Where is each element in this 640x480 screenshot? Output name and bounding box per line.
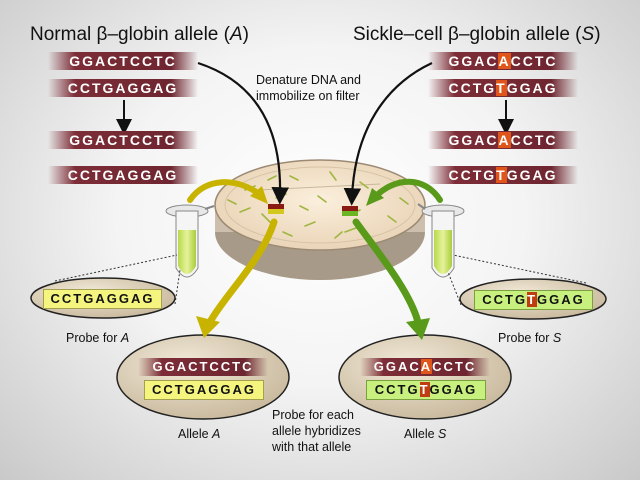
arrowhead-probe-a-to-filter	[250, 186, 268, 204]
result-s-target-strand: GGACACCTC	[360, 358, 490, 376]
label-letter: S	[438, 427, 447, 441]
title-normal-close: )	[242, 24, 249, 45]
label-text: Probe for	[66, 331, 121, 345]
dna-spot-sickle	[342, 206, 358, 216]
seq-pre: CCTG	[482, 292, 528, 307]
title-sickle-letter: S	[581, 24, 595, 45]
arrow-sickle-to-filter	[343, 62, 433, 206]
arrow-probe-a-to-filter	[187, 179, 265, 203]
result-s-label: Allele S	[404, 427, 446, 441]
seq-pre: GGAC	[373, 359, 421, 374]
mutation-base: T	[527, 292, 538, 307]
sickle-strand-top: GGACACCTC	[428, 52, 578, 70]
dna-spot-normal	[268, 204, 284, 214]
tube-probe-a	[165, 204, 215, 278]
arrow-filter-to-result-s	[352, 218, 422, 326]
seq-pre: CCTG	[448, 167, 497, 183]
seq-pre: CCTG	[374, 382, 420, 397]
arrowhead-filter-to-result-a	[196, 316, 220, 338]
sickle-single-bottom: CCTGTGGAG	[428, 166, 578, 184]
arrow-normal-to-filter	[197, 61, 290, 205]
title-sickle-allele: Sickle–cell β–globin allele (S)	[353, 24, 601, 46]
mutation-base: A	[498, 132, 511, 148]
title-normal-letter: A	[229, 24, 243, 45]
label-text: Probe for	[498, 331, 553, 345]
mutation-base: A	[420, 359, 433, 374]
probe-a-label: Probe for A	[66, 331, 129, 345]
result-s-probe-strand: CCTGTGGAG	[366, 380, 486, 400]
hybrid-note: Probe for each allele hybridizes with th…	[272, 407, 361, 455]
arrow-filter-to-result-a	[206, 218, 278, 326]
result-a-oval	[116, 334, 290, 420]
arrow-probe-s-to-filter	[371, 178, 443, 203]
title-normal-allele: Normal β–globin allele (A)	[30, 24, 249, 46]
seq-post: CCTC	[510, 53, 558, 69]
sickle-single-top: GGACACCTC	[428, 131, 578, 149]
normal-single-top: GGACTCCTC	[48, 131, 198, 149]
title-sickle-text: Sickle–cell β–globin allele (	[353, 24, 582, 45]
normal-strand-top: GGACTCCTC	[48, 52, 198, 70]
normal-single-bottom: CCTGAGGAG	[48, 166, 198, 184]
seq-pre: CCTG	[448, 80, 497, 96]
probe-s-sequence: CCTGTGGAG	[474, 290, 593, 310]
sickle-strand-bottom: CCTGTGGAG	[428, 79, 578, 97]
seq-pre: GGAC	[448, 53, 499, 69]
step-note: Denature DNA and immobilize on filter	[256, 72, 361, 104]
seq-post: GGAG	[537, 292, 585, 307]
petri-dish	[214, 159, 426, 280]
tube-probe-s	[417, 203, 465, 278]
mutation-base: T	[419, 382, 430, 397]
arrowhead-filter-to-result-s	[406, 318, 430, 340]
result-s-oval	[338, 334, 512, 420]
seq-post: CCTC	[510, 132, 558, 148]
label-text: Allele	[404, 427, 439, 441]
label-letter: A	[120, 331, 130, 345]
probe-a-sequence: CCTGAGGAG	[43, 289, 162, 309]
mutation-base: T	[496, 167, 507, 183]
label-letter: A	[212, 427, 221, 441]
seq-post: GGAG	[506, 167, 558, 183]
result-a-target-strand: GGACTCCTC	[138, 358, 268, 376]
arrowhead-probe-s-to-filter	[366, 188, 384, 206]
label-letter: S	[552, 331, 562, 345]
probe-s-label: Probe for S	[498, 331, 561, 345]
step-note-line: Denature DNA and	[256, 73, 361, 87]
normal-strand-bottom: CCTGAGGAG	[48, 79, 198, 97]
hybrid-note-line: with that allele	[272, 440, 352, 454]
result-a-label: Allele A	[178, 427, 220, 441]
result-a-probe-strand: CCTGAGGAG	[144, 380, 264, 400]
seq-pre: GGAC	[448, 132, 499, 148]
label-text: Allele	[178, 427, 213, 441]
mutation-base: T	[496, 80, 507, 96]
title-normal-text: Normal β–globin allele (	[30, 24, 230, 45]
seq-post: GGAG	[429, 382, 478, 397]
seq-post: GGAG	[506, 80, 558, 96]
hybrid-note-line: allele hybridizes	[272, 424, 361, 438]
mutation-base: A	[498, 53, 511, 69]
step-note-line: immobilize on filter	[256, 89, 360, 103]
title-sickle-close: )	[594, 24, 601, 45]
seq-post: CCTC	[432, 359, 477, 374]
zoom-lines	[54, 254, 587, 306]
hybrid-note-line: Probe for each	[272, 408, 354, 422]
